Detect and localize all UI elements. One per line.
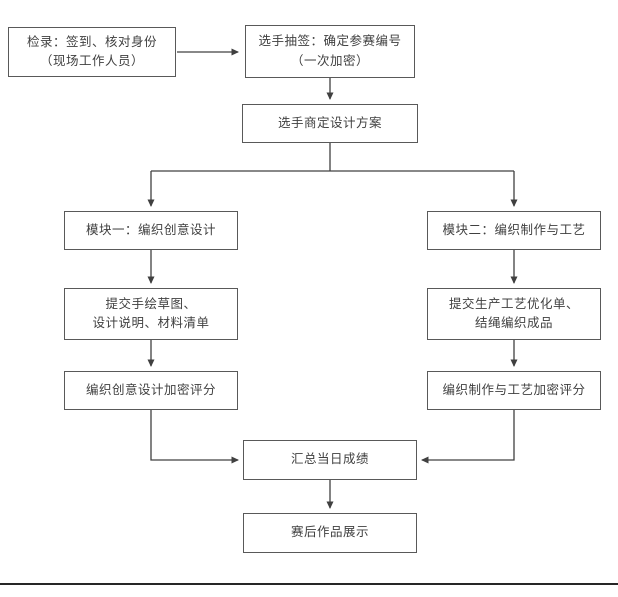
node-plan: 选手商定设计方案 <box>242 104 418 143</box>
node-summary: 汇总当日成绩 <box>243 440 417 480</box>
node-module1: 模块一：编织创意设计 <box>64 211 238 250</box>
node-module1-label: 模块一：编织创意设计 <box>85 222 216 237</box>
node-module2-submit-line2: 结绳编织成品 <box>474 316 553 330</box>
node-plan-label: 选手商定设计方案 <box>277 115 382 130</box>
node-draw-lots: 选手抽签：确定参赛编号 （一次加密） <box>245 25 415 78</box>
bottom-divider <box>0 583 618 585</box>
node-draw-lots-line1: 选手抽签：确定参赛编号 <box>258 34 402 49</box>
node-module1-submit: 提交手绘草图、 设计说明、材料清单 <box>64 288 238 340</box>
node-module2-score-label: 编织制作与工艺加密评分 <box>442 382 586 397</box>
node-exhibition-label: 赛后作品展示 <box>290 525 369 540</box>
node-exhibition: 赛后作品展示 <box>243 513 417 553</box>
node-summary-label: 汇总当日成绩 <box>290 452 369 467</box>
node-module2-submit: 提交生产工艺优化单、 结绳编织成品 <box>427 288 601 340</box>
node-module1-submit-line1: 提交手绘草图、 <box>105 296 197 311</box>
node-checkin-line1: 检录：签到、核对身份 <box>26 34 157 49</box>
node-module1-submit-line2: 设计说明、材料清单 <box>92 316 210 330</box>
node-checkin-line2: （现场工作人员） <box>39 54 144 68</box>
node-module1-score: 编织创意设计加密评分 <box>64 371 238 410</box>
node-module1-score-label: 编织创意设计加密评分 <box>85 382 216 397</box>
node-module2: 模块二：编织制作与工艺 <box>427 211 601 250</box>
node-module2-submit-line1: 提交生产工艺优化单、 <box>448 296 579 311</box>
node-draw-lots-line2: （一次加密） <box>290 53 369 68</box>
node-module2-score: 编织制作与工艺加密评分 <box>427 371 601 410</box>
node-checkin: 检录：签到、核对身份 （现场工作人员） <box>8 27 176 77</box>
node-module2-label: 模块二：编织制作与工艺 <box>442 222 586 237</box>
